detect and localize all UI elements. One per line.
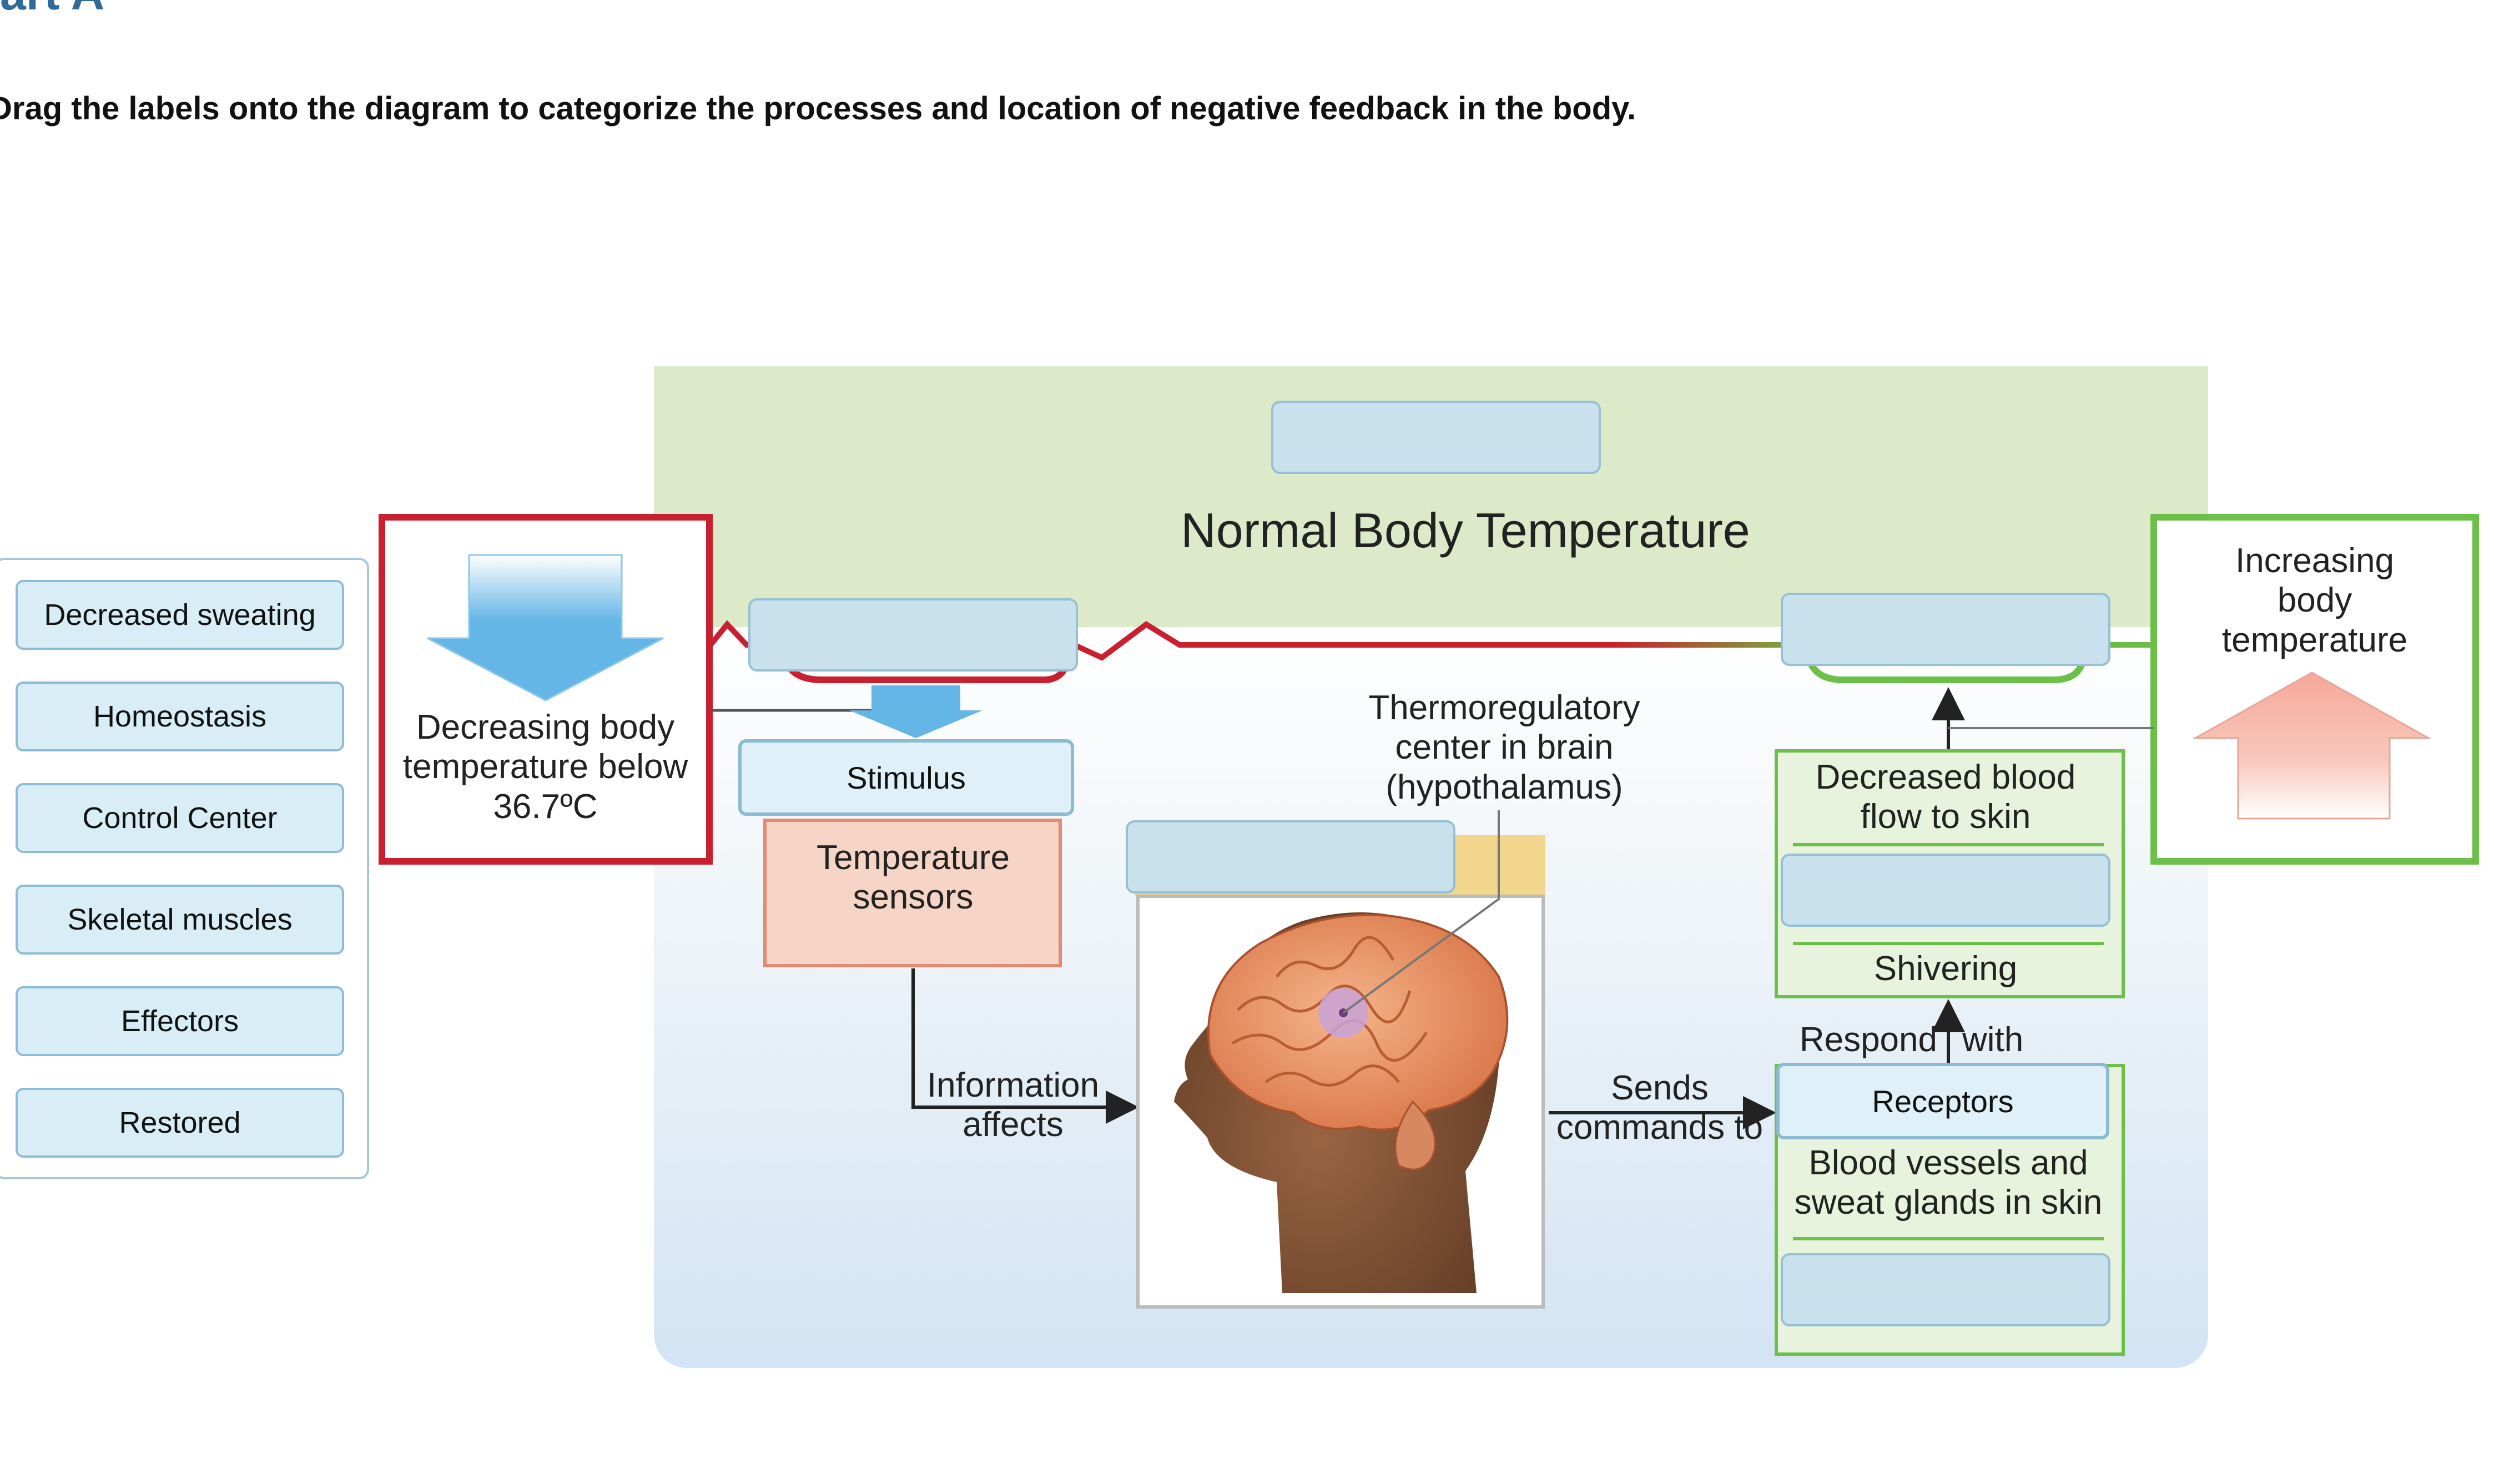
respond-label: Respond [1799, 1021, 1937, 1059]
increasing-temp-label: Increasing body temperature [2221, 542, 2408, 659]
label-restored[interactable]: Restored [16, 1088, 344, 1158]
temperature-sensors-label: Temperature sensors [816, 839, 1010, 917]
label-decreased-sweating[interactable]: Decreased sweating [16, 580, 344, 650]
shivering-label: Shivering [1873, 950, 2018, 988]
decreasing-temp-label: Decreasing body temperature below 36.7ºC [402, 708, 688, 826]
with-label: with [1962, 1021, 2024, 1059]
stimulus-label: Stimulus [738, 739, 1074, 816]
normal-body-temperature-label: Normal Body Temperature [1181, 503, 1750, 558]
drop-target-set-point[interactable] [1271, 401, 1601, 474]
label-bank: Decreased sweating Homeostasis Control C… [0, 558, 369, 1179]
brain-head-illustration [1174, 810, 1509, 1293]
sends-commands-label: Sends commands to [1556, 1069, 1764, 1147]
drop-target-effector-response[interactable] [1781, 854, 2110, 927]
up-arrow-icon [2192, 672, 2432, 820]
receptors-label: Receptors [1776, 1063, 2109, 1139]
decreased-blood-flow-label: Decreased blood flow to skin [1815, 758, 2076, 836]
drop-target-effector-location[interactable] [1781, 1253, 2110, 1326]
thermoregulatory-center-label: Thermoregulatory center in brain (hypoth… [1368, 689, 1640, 806]
label-skeletal-muscles[interactable]: Skeletal muscles [16, 885, 344, 955]
down-arrow-icon [427, 554, 664, 701]
label-homeostasis[interactable]: Homeostasis [16, 682, 344, 751]
blood-vessels-label: Blood vessels and sweat glands in skin [1794, 1144, 2103, 1222]
label-effectors[interactable]: Effectors [16, 986, 344, 1056]
drop-target-control-center[interactable] [1126, 820, 1455, 894]
instructions: Drag the labels onto the diagram to cate… [0, 90, 1636, 127]
drop-target-stimulus-process[interactable] [748, 598, 1078, 672]
information-affects-label: Information affects [926, 1066, 1100, 1144]
part-title: art A [0, 0, 104, 21]
drop-target-response-process[interactable] [1781, 593, 2110, 666]
label-control-center[interactable]: Control Center [16, 783, 344, 853]
